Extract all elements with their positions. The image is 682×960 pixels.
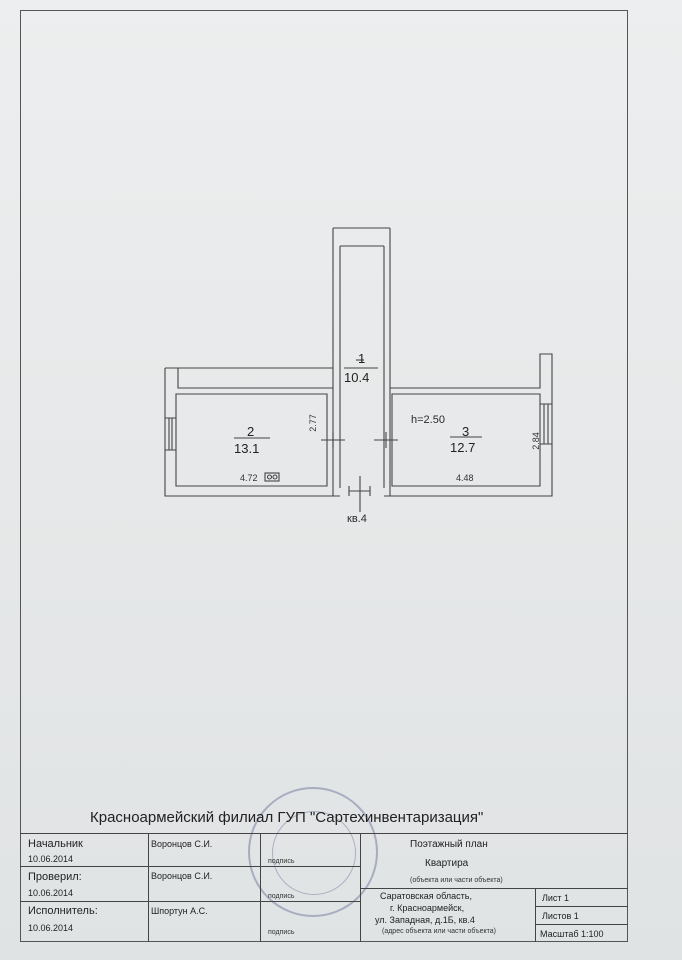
address-line-3: ул. Западная, д.1Б, кв.4 — [375, 915, 475, 925]
name-executor: Шпортун А.С. — [151, 906, 208, 916]
role-executor: Исполнитель: — [28, 905, 98, 917]
sign-caption-executor: подпись — [268, 929, 295, 936]
room-2-height-dim: 2.77 — [307, 414, 318, 432]
date-executor: 10.06.2014 — [28, 923, 74, 933]
title-block: Красноармейский филиал ГУП "Сартехинвент… — [20, 803, 628, 942]
room-1-number: 1 — [358, 351, 366, 366]
plan-type: Поэтажный план — [410, 839, 488, 850]
name-chief: Воронцов С.И. — [151, 839, 213, 849]
name-checker: Воронцов С.И. — [151, 871, 213, 881]
room-1-area: 10.4 — [344, 370, 370, 385]
date-checker: 10.06.2014 — [28, 888, 74, 898]
address-line-2: г. Красноармейск, — [390, 903, 465, 913]
room-3-number: 3 — [462, 424, 470, 439]
drawing-frame — [20, 10, 628, 942]
ceiling-height: h=2.50 — [411, 414, 445, 426]
room-2-area: 13.1 — [234, 441, 260, 456]
sheets-count: Листов 1 — [542, 911, 579, 921]
object-caption: (объекта или части объекта) — [410, 877, 503, 884]
organization-name: Красноармейский филиал ГУП "Сартехинвент… — [90, 809, 484, 826]
room-2-width-dim: 4.72 — [240, 473, 258, 483]
sign-caption-checker: подпись — [268, 893, 295, 900]
address-caption: (адрес объекта или части объекта) — [382, 928, 496, 935]
role-chief: Начальник — [28, 838, 83, 850]
address-line-1: Саратовская область, — [380, 891, 472, 901]
object-type: Квартира — [425, 858, 469, 869]
scale: Масштаб 1:100 — [540, 929, 604, 939]
room-3-height-dim: 2.84 — [530, 432, 541, 450]
sheet-number: Лист 1 — [542, 893, 570, 903]
room-3-area: 12.7 — [450, 440, 476, 455]
role-checker: Проверил: — [28, 871, 82, 883]
seal-stamp — [248, 787, 378, 917]
room-3-width-dim: 4.48 — [456, 473, 474, 483]
date-chief: 10.06.2014 — [28, 854, 74, 864]
room-2-number: 2 — [247, 424, 255, 439]
apartment-label: кв.4 — [347, 513, 367, 525]
sign-caption-chief: подпись — [268, 858, 295, 865]
